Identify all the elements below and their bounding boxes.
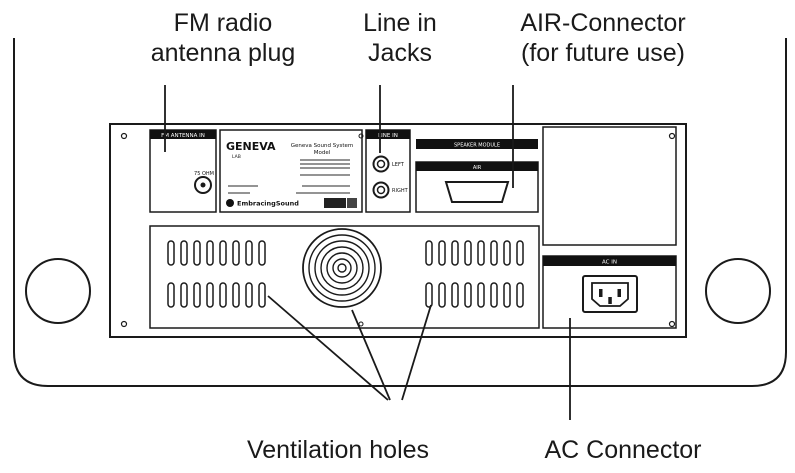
model-title-2: Model [314, 150, 331, 156]
rca-jack-icon[interactable] [372, 155, 390, 173]
line-in-callout: Line in Jacks [345, 8, 455, 68]
air-connector-module: SPEAKER MODULE AIR [415, 139, 539, 213]
screw [358, 321, 364, 327]
certification-marks [324, 198, 346, 208]
screw [358, 133, 364, 139]
air-connector-callout: AIR-Connector (for future use) [488, 8, 718, 68]
model-title-1: Geneva Sound System [291, 143, 353, 149]
screw [120, 320, 128, 328]
iec-power-socket-icon[interactable] [582, 275, 638, 313]
fm-header-label: FM ANTENNA IN [161, 133, 205, 139]
embracing-sound-label: EmbracingSound [237, 200, 299, 208]
fm-antenna-module: FM ANTENNA IN 75 OHM [149, 129, 217, 213]
fm-antenna-callout-line1: FM radio [173, 9, 273, 37]
left-foot-circle [25, 258, 91, 324]
ventilation-leader-line [401, 304, 432, 401]
fm-jack-label: 75 OHM [194, 171, 214, 177]
ac-in-module: AC IN [542, 255, 677, 329]
blank-cover-plate [542, 126, 677, 246]
cabinet-outline [13, 38, 787, 387]
air-header-top-label: SPEAKER MODULE [454, 143, 500, 149]
left-jack-label: LEFT [392, 162, 405, 168]
ac-connector-callout: AC Connector [544, 436, 702, 464]
bass-port-icon [302, 228, 382, 308]
line-in-module: LINE IN LEFT RIGHT [365, 129, 411, 213]
rear-panel-plate [109, 123, 687, 338]
vent-slots-right [425, 240, 524, 308]
screw [668, 320, 676, 328]
ventilation-callout: Ventilation holes [246, 436, 430, 464]
brand-sub: LAB [232, 154, 241, 160]
fm-antenna-callout: FM radio antenna plug [138, 8, 308, 68]
line-in-callout-line1: Line in [363, 9, 437, 37]
vent-slots-left [167, 240, 266, 308]
ventilation-leader-line [267, 295, 389, 401]
brand-logo: GENEVA [226, 140, 276, 153]
d-sub-connector-icon[interactable] [444, 181, 510, 203]
screw [668, 132, 676, 140]
air-header-label: AIR [473, 165, 482, 171]
coax-jack-icon[interactable] [194, 176, 212, 194]
right-foot-circle [705, 258, 771, 324]
product-label: GENEVA LAB Geneva Sound System Model Emb… [219, 129, 363, 213]
ac-header-label: AC IN [602, 260, 617, 266]
right-jack-label: RIGHT [392, 188, 409, 194]
ventilation-grille-panel [149, 225, 540, 329]
callout-leader-lines [164, 85, 571, 420]
line-in-callout-line2: Jacks [368, 39, 432, 67]
line-in-header-label: LINE IN [378, 133, 398, 139]
fm-antenna-callout-line2: antenna plug [150, 39, 296, 67]
embracing-sound-logo-icon [226, 199, 234, 207]
screw [120, 132, 128, 140]
ventilation-leader-line [351, 309, 391, 401]
air-connector-callout-line2: (for future use) [521, 39, 685, 67]
rca-jack-icon[interactable] [372, 181, 390, 199]
air-connector-callout-line1: AIR-Connector [520, 9, 686, 37]
